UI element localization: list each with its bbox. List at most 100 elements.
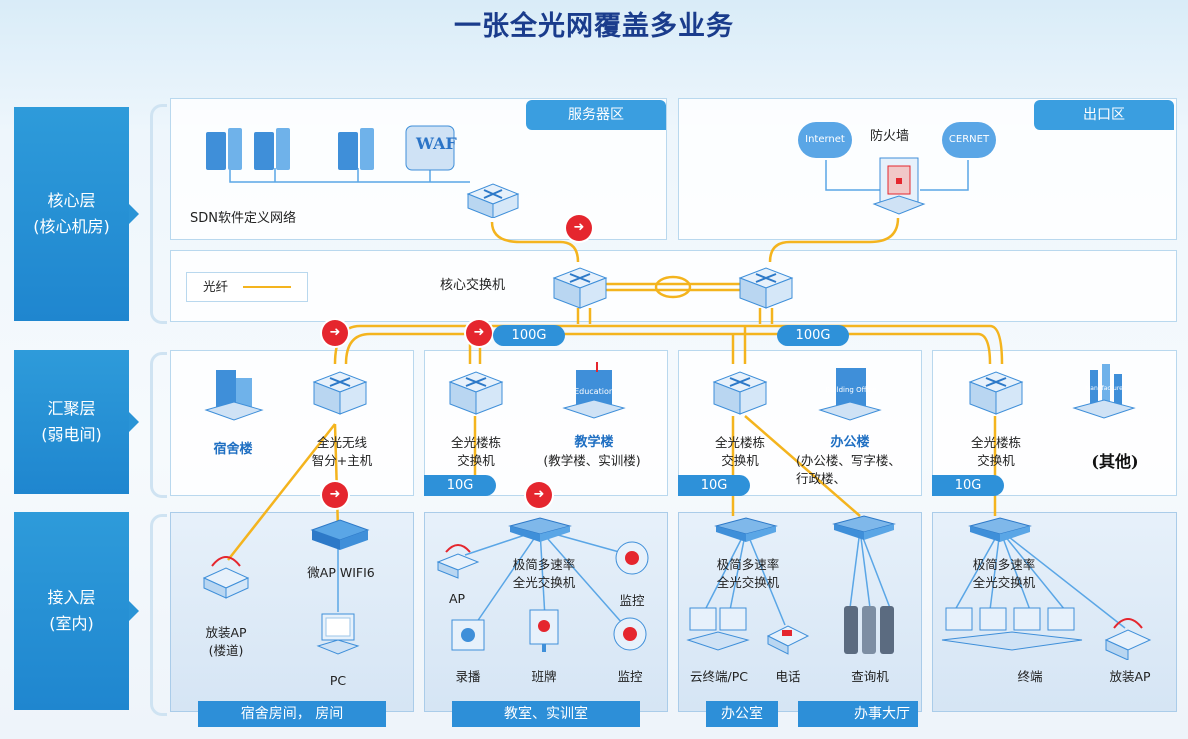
teach-agg-label-line2: 交换机 bbox=[457, 453, 495, 468]
other-agg-label-line1: 全光楼栋 bbox=[970, 435, 1021, 450]
server-zone-tab: 服务器区 bbox=[526, 100, 666, 130]
layer-core-sub: (核心机房) bbox=[33, 217, 110, 236]
classroom-switch-icon bbox=[508, 517, 572, 542]
classroom-switch-label: 极简多速率 全光交换机 bbox=[504, 556, 584, 592]
teach-agg-label-line1: 全光楼栋 bbox=[450, 435, 501, 450]
monitor1-label: 监控 bbox=[619, 593, 645, 608]
layer-core: 核心层 (核心机房) bbox=[14, 107, 139, 321]
layer-aggregation-name: 汇聚层 bbox=[47, 399, 96, 418]
manufacture-building-icon: Manufacture bbox=[1072, 364, 1136, 419]
firewall-label: 防火墙 bbox=[870, 129, 910, 144]
layer-aggregation: 汇聚层 (弱电间) bbox=[14, 350, 139, 494]
sdn-label: SDN软件定义网络 bbox=[190, 211, 296, 226]
page-title: 一张全光网覆盖多业务 bbox=[454, 11, 734, 42]
uplink-speed-right: 100G bbox=[777, 325, 849, 346]
hall-switch-icon bbox=[832, 515, 896, 540]
access-dorm-panel bbox=[170, 512, 414, 712]
arrow-teach-icon[interactable]: ➜ bbox=[466, 320, 492, 346]
agg-teach-panel bbox=[424, 350, 668, 496]
agg-other-panel bbox=[932, 350, 1177, 496]
firewall-icon bbox=[872, 157, 926, 215]
cloud-terminal-icon bbox=[686, 607, 750, 651]
fiber-legend-label: 光纤 bbox=[203, 279, 229, 294]
camera-icon bbox=[615, 541, 649, 575]
office-agg-label-line2: 交换机 bbox=[721, 453, 759, 468]
agg-dorm-panel bbox=[170, 350, 414, 496]
dorm-building-icon bbox=[204, 370, 264, 421]
server-icon bbox=[206, 128, 374, 170]
terminal-group-icon bbox=[941, 607, 1083, 651]
hall-label: 办事大厅 bbox=[798, 701, 918, 727]
access-bracket bbox=[150, 514, 167, 716]
office-building-text: Building Office bbox=[825, 386, 876, 394]
office-agg-label: 全光楼栋 交换机 bbox=[694, 434, 786, 470]
phone-label: 电话 bbox=[775, 669, 801, 684]
office-room-label: 办公室 bbox=[706, 701, 778, 727]
arrow-dorm-access-icon[interactable]: ➜ bbox=[322, 482, 348, 508]
pc-icon bbox=[316, 613, 360, 655]
board-label: 班牌 bbox=[531, 669, 557, 684]
other-ap-icon bbox=[1104, 618, 1152, 660]
other-building-label: (其他) bbox=[1091, 452, 1139, 471]
server-group bbox=[206, 125, 455, 171]
other-switch-icon bbox=[968, 517, 1032, 542]
education-building-icon: Education bbox=[562, 362, 626, 419]
office-switch-label-line2: 全光交换机 bbox=[716, 575, 780, 590]
office-building-icon: Building Office bbox=[818, 368, 882, 421]
layer-access: 接入层 (室内) bbox=[14, 512, 139, 710]
teach-speed-badge: 10G bbox=[424, 475, 496, 496]
classroom-ap-icon bbox=[436, 544, 480, 579]
core-switch-label: 核心交换机 bbox=[440, 278, 506, 293]
layer-access-sub: (室内) bbox=[49, 614, 94, 633]
internet-cloud-icon: Internet bbox=[798, 122, 852, 158]
recorder-icon bbox=[451, 619, 485, 651]
dorm-agg-label-line2: 智分+主机 bbox=[311, 453, 373, 468]
monitor2-label: 监控 bbox=[617, 669, 643, 684]
office-building-sub-line2: 行政楼、 bbox=[796, 471, 847, 486]
dorm-room-label: 宿舍房间， 房间 bbox=[198, 701, 386, 727]
fiber-legend: 光纤 bbox=[186, 272, 308, 302]
cloud-terminal-label: 云终端/PC bbox=[690, 669, 748, 684]
classroom-switch-label-line2: 全光交换机 bbox=[512, 575, 576, 590]
ceiling-ap-icon bbox=[202, 556, 250, 599]
manufacture-building-text: Manufacture bbox=[1085, 385, 1123, 392]
dorm-ap-label-line2: (楼道) bbox=[208, 643, 244, 658]
office-speed-badge: 10G bbox=[678, 475, 750, 496]
micro-ap-label: 微AP WIFI6 bbox=[307, 565, 375, 580]
other-agg-label: 全光楼栋 交换机 bbox=[950, 434, 1042, 470]
teach-building-sub: (教学楼、实训楼) bbox=[543, 453, 641, 468]
other-agg-label-line2: 交换机 bbox=[977, 453, 1015, 468]
arrow-classroom-icon[interactable]: ➜ bbox=[526, 482, 552, 508]
office-switch-label-line1: 极简多速率 bbox=[716, 557, 780, 572]
office-agg-switch-icon bbox=[712, 371, 768, 415]
kiosk-label: 查询机 bbox=[851, 669, 889, 684]
office-switch-icon bbox=[714, 517, 778, 542]
layer-aggregation-sub: (弱电间) bbox=[41, 425, 102, 444]
phone-icon bbox=[766, 625, 810, 655]
arrow-core-icon[interactable]: ➜ bbox=[566, 215, 592, 241]
teach-building-label: 教学楼 bbox=[574, 435, 614, 450]
office-building-label: 办公楼 bbox=[830, 435, 870, 450]
arrow-dorm-icon[interactable]: ➜ bbox=[322, 320, 348, 346]
record-label: 录播 bbox=[455, 669, 481, 684]
aggregation-bracket bbox=[150, 352, 167, 498]
agg-office-panel bbox=[678, 350, 922, 496]
other-switch-label-line1: 极简多速率 bbox=[972, 557, 1036, 572]
core-switch-right-icon bbox=[738, 267, 794, 309]
dorm-ap-label-line1: 放装AP bbox=[205, 625, 247, 640]
other-switch-label-line2: 全光交换机 bbox=[972, 575, 1036, 590]
teach-agg-switch-icon bbox=[448, 371, 504, 415]
office-building-sub: (办公楼、写字楼、 行政楼、 bbox=[796, 452, 901, 488]
other-speed-badge: 10G bbox=[932, 475, 1004, 496]
terminal-label: 终端 bbox=[1017, 669, 1043, 684]
uplink-speed-left: 100G bbox=[493, 325, 565, 346]
classroom-ap-label: AP bbox=[448, 591, 466, 606]
office-switch-label: 极简多速率 全光交换机 bbox=[708, 556, 788, 592]
dorm-agg-label: 全光无线 智分+主机 bbox=[296, 434, 388, 470]
waf-icon: WAF bbox=[416, 134, 457, 153]
exit-zone-tab: 出口区 bbox=[1034, 100, 1174, 130]
office-building-sub-line1: (办公楼、写字楼、 bbox=[796, 453, 901, 468]
other-agg-switch-icon bbox=[968, 371, 1024, 415]
camera2-icon bbox=[613, 617, 647, 651]
